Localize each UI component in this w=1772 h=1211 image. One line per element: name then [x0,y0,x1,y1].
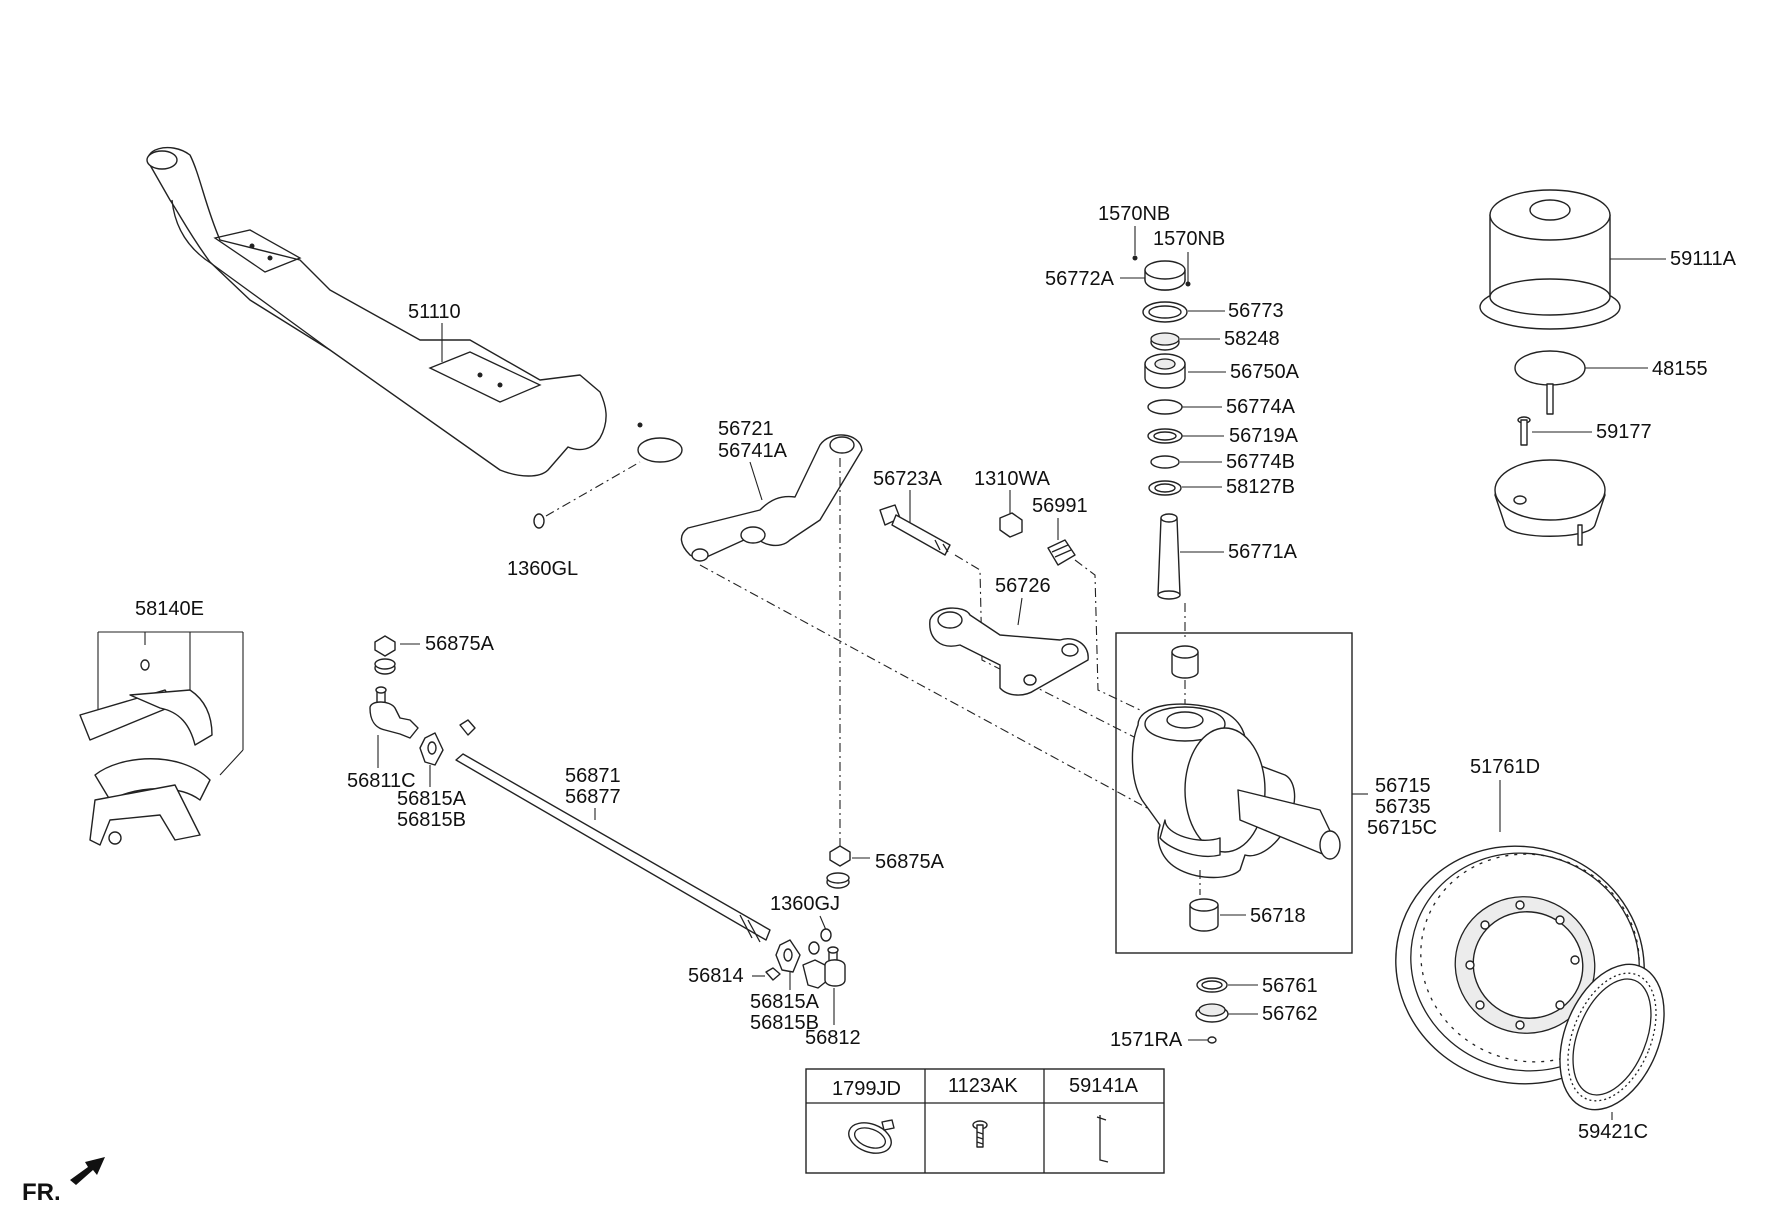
clamp-56815-a [419,732,444,766]
tone-ring-59421C [1559,963,1665,1111]
legend-header-1123AK: 1123AK [948,1075,1018,1097]
hose-clamp-icon [848,1119,895,1154]
bolt-59177 [1517,416,1531,446]
label-56815B-a: 56815B [397,809,466,831]
wire-clip-icon [1096,1115,1109,1163]
fitting-1360GJ [808,928,832,955]
label-56718: 56718 [1250,905,1306,927]
label-56723A: 56723A [873,468,943,490]
label-56815A-a: 56815A [397,788,467,810]
seal-58248 [1150,332,1180,351]
washer-56875A-a [374,658,396,675]
air-spring-59111A [1479,189,1621,330]
legend-table: 1799JD 1123AK 59141A [805,1068,1165,1174]
label-1310WA: 1310WA [974,468,1051,490]
bushing-56718 [1189,898,1219,932]
legend-header-59141A: 59141A [1069,1075,1139,1097]
label-58248: 58248 [1224,328,1280,350]
label-59111A: 59111A [1670,248,1737,270]
fitting-1360GL [533,513,545,529]
label-56735: 56735 [1375,796,1431,818]
king-pin-bushing-top [1171,645,1199,679]
label-56741A: 56741A [718,440,788,462]
ring-58127B [1148,480,1182,496]
kingpin-56771A [1157,513,1181,600]
label-1360GJ: 1360GJ [770,893,840,915]
front-arrow-icon [70,1157,105,1185]
label-56715C: 56715C [1367,817,1437,839]
nut-small-a [459,719,476,736]
label-56750A: 56750A [1230,361,1300,383]
pin-56991 [1047,539,1076,566]
bolt-56723A [879,504,951,556]
tie-rod-end-56812 [802,946,846,989]
label-56991: 56991 [1032,495,1088,517]
bearing-56750A [1144,353,1186,389]
tie-rod-arm [929,607,1089,696]
nut-1310WA [999,512,1023,538]
nut-56875A-a [374,635,396,657]
ring-56719A [1147,428,1183,444]
label-56871: 56871 [565,765,621,787]
clamp-56815-b [775,939,801,973]
bearing-56762 [1195,1003,1229,1023]
piston-base [1494,459,1606,546]
knuckle-frame [1115,632,1353,954]
label-56815B-b: 56815B [750,1012,819,1034]
label-56715: 56715 [1375,775,1431,797]
seal-56761 [1196,977,1228,993]
brake-shoe-assembly [79,659,213,846]
label-56771A: 56771A [1228,541,1298,563]
label-56773: 56773 [1228,300,1284,322]
label-1571RA: 1571RA [1110,1029,1183,1051]
label-56774A: 56774A [1226,396,1296,418]
shim-56774B [1150,455,1180,469]
ring-56773 [1142,301,1188,323]
legend-header-1799JD: 1799JD [832,1078,901,1100]
bolt-icon [972,1120,988,1148]
label-56721: 56721 [718,418,774,440]
cap-56772A [1144,260,1186,291]
label-59421C: 59421C [1578,1121,1648,1143]
label-1360GL: 1360GL [507,558,578,580]
tie-rod-end-56811C [369,686,419,739]
label-56814: 56814 [688,965,744,987]
nut-56875A-b [829,845,851,867]
label-1570NB-b: 1570NB [1153,228,1225,250]
label-56774B: 56774B [1226,451,1295,473]
label-48155: 48155 [1652,358,1708,380]
label-56875A-a: 56875A [425,633,495,655]
fitting-1571RA [1207,1036,1217,1044]
label-56726: 56726 [995,575,1051,597]
label-56877: 56877 [565,786,621,808]
front-axle-beam [146,146,683,477]
shim-56774A [1147,399,1183,415]
label-56811C: 56811C [347,770,416,792]
front-indicator-label: FR. [22,1179,61,1206]
label-56812: 56812 [805,1027,861,1049]
label-59177: 59177 [1596,421,1652,443]
label-56762: 56762 [1262,1003,1318,1025]
plate-48155 [1514,350,1586,415]
label-58140E: 58140E [135,598,204,620]
steering-arm [680,434,863,562]
label-56875A-b: 56875A [875,851,945,873]
steering-knuckle [1131,703,1341,879]
label-56761: 56761 [1262,975,1318,997]
label-56719A: 56719A [1229,425,1299,447]
label-56815A-b: 56815A [750,991,820,1013]
label-51761D: 51761D [1470,756,1540,778]
nut-56814 [765,967,781,981]
label-56772A: 56772A [1045,268,1115,290]
label-1570NB-a: 1570NB [1098,203,1170,225]
tie-rod-56871 [455,753,771,943]
label-51110: 51110 [408,301,461,323]
label-58127B: 58127B [1226,476,1295,498]
washer-56875A-b [826,872,850,889]
